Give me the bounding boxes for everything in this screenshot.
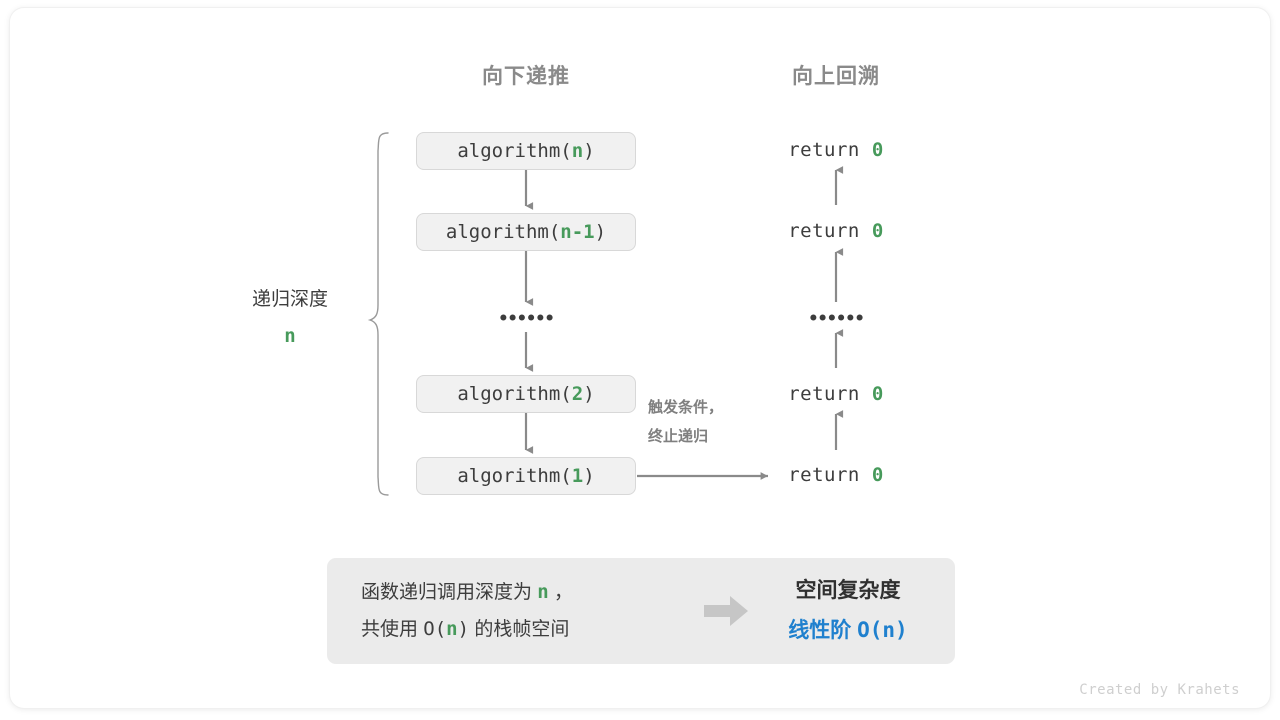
return-keyword: return: [788, 139, 872, 161]
summary-description: 函数递归调用深度为 n ， 共使用 O(n) 的栈帧空间: [327, 574, 687, 648]
credit-text: Created by Krahets: [1079, 682, 1240, 698]
summary-line2-prefix: 共使用: [361, 619, 424, 640]
return-line-4: return 0: [736, 464, 936, 486]
call-box-2[interactable]: algorithm(2): [416, 375, 636, 413]
trigger-line-1: 触发条件，: [648, 399, 724, 416]
return-keyword: return: [788, 383, 872, 405]
call-box-1[interactable]: algorithm(1): [416, 457, 636, 495]
call-arg: 1: [571, 465, 584, 487]
return-line-2: return 0: [736, 220, 936, 242]
summary-panel: 函数递归调用深度为 n ， 共使用 O(n) 的栈帧空间 空间复杂度 线性阶 O…: [327, 558, 955, 664]
ellipsis-dots-right: ••••••: [808, 309, 864, 329]
summary-line1-suffix: ，: [548, 581, 574, 603]
summary-line2-suffix: 的栈帧空间: [469, 619, 570, 640]
call-fn-name: algorithm(: [445, 221, 561, 243]
call-arg: 2: [571, 383, 584, 405]
call-box-n[interactable]: algorithm(n): [416, 132, 636, 170]
return-keyword: return: [788, 220, 872, 242]
call-fn-name: algorithm(: [457, 383, 572, 405]
call-fn-name: algorithm(: [457, 140, 572, 162]
recursion-depth-value: n: [284, 325, 296, 348]
call-box-n-minus-1[interactable]: algorithm(n-1): [416, 213, 636, 251]
arrow-right-icon: [687, 594, 765, 628]
return-value: 0: [871, 220, 884, 242]
summary-conclusion: 空间复杂度 线性阶 O(n): [765, 572, 955, 651]
call-close-paren: ): [594, 221, 607, 243]
space-complexity-value: 线性阶 O(n): [765, 611, 931, 651]
return-line-3: return 0: [736, 383, 936, 405]
call-fn-name: algorithm(: [457, 465, 572, 487]
recursion-depth-label: 递归深度 n: [190, 282, 390, 355]
ellipsis-dots-left: ••••••: [498, 309, 554, 329]
call-close-paren: ): [583, 465, 595, 487]
call-close-paren: ): [583, 383, 595, 405]
column-header-backtrack-up: 向上回溯: [792, 65, 880, 88]
complexity-name: 线性阶: [788, 618, 858, 642]
summary-line2-n: n: [446, 618, 458, 640]
call-arg: n-1: [560, 221, 595, 243]
call-arg: n: [571, 140, 584, 162]
return-value: 0: [871, 464, 884, 486]
trigger-line-2: 终止递归: [648, 428, 709, 446]
space-complexity-title: 空间复杂度: [795, 578, 901, 602]
summary-line1-prefix: 函数递归调用深度为: [361, 581, 538, 603]
summary-line2-bigo-open: O(: [423, 618, 447, 640]
summary-line1-n: n: [537, 580, 549, 603]
complexity-notation: O(n): [857, 617, 908, 642]
return-value: 0: [871, 383, 884, 405]
return-value: 0: [871, 139, 884, 161]
trigger-condition-label: 触发条件， 终止递归: [648, 393, 723, 452]
summary-line2-bigo-close: ): [457, 618, 470, 640]
call-close-paren: ): [583, 140, 595, 162]
recursion-depth-text: 递归深度: [251, 289, 328, 310]
column-header-recurse-down: 向下递推: [482, 65, 570, 88]
return-line-1: return 0: [736, 139, 936, 161]
return-keyword: return: [788, 464, 872, 486]
